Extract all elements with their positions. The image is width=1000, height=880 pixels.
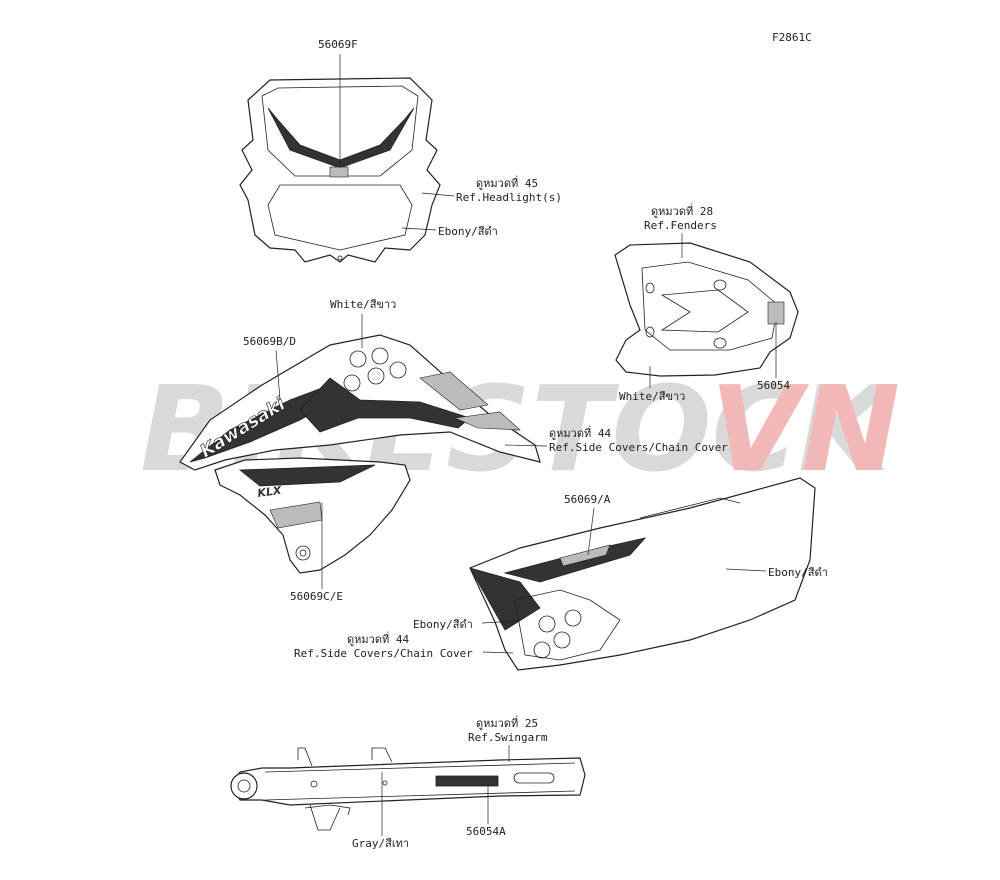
- klx-logo: KLX: [257, 484, 283, 500]
- tank-shroud-lower[interactable]: KLX: [214, 457, 411, 574]
- watermark-accent-text: VN: [710, 360, 900, 498]
- shroud-ref: Ref.Side Covers/Chain Cover: [549, 441, 728, 454]
- figure-code: F2861C: [772, 31, 812, 44]
- swingarm-ref-thai: ดูหมวดที่ 25: [476, 715, 538, 730]
- side-cover[interactable]: [469, 477, 816, 671]
- fender-part-number: 56054: [757, 379, 790, 392]
- shroud-ref-thai: ดูหมวดที่ 44: [549, 425, 611, 440]
- rear-fender[interactable]: [614, 242, 799, 377]
- swingarm-color: Gray/สีเทา: [352, 837, 409, 850]
- shroud-part-upper: 56069B/D: [243, 335, 296, 348]
- fender-color: White/สีขาว: [619, 390, 685, 403]
- fender-ref: Ref.Fenders: [644, 219, 717, 232]
- sidecover-ref-thai: ดูหมวดที่ 44: [347, 631, 409, 646]
- shroud-part-lower: 56069C/E: [290, 590, 343, 603]
- headlight-ref-thai: ดูหมวดที่ 45: [476, 175, 538, 190]
- headlight-color: Ebony/สีดำ: [438, 225, 498, 238]
- headlight-part-number: 56069F: [318, 38, 358, 51]
- swingarm-ref: Ref.Swingarm: [468, 731, 548, 744]
- headlight-ref: Ref.Headlight(s): [456, 191, 562, 204]
- shroud-color: White/สีขาว: [330, 298, 396, 311]
- sidecover-ref: Ref.Side Covers/Chain Cover: [294, 647, 473, 660]
- sidecover-color-right: Ebony/สีดำ: [768, 566, 828, 579]
- fender-ref-thai: ดูหมวดที่ 28: [651, 203, 713, 218]
- swingarm[interactable]: [230, 747, 586, 831]
- swingarm-part-number: 56054A: [466, 825, 506, 838]
- sidecover-part-number: 56069/A: [564, 493, 611, 506]
- sidecover-color-left: Ebony/สีดำ: [413, 618, 473, 631]
- headlight-cover[interactable]: [239, 77, 441, 263]
